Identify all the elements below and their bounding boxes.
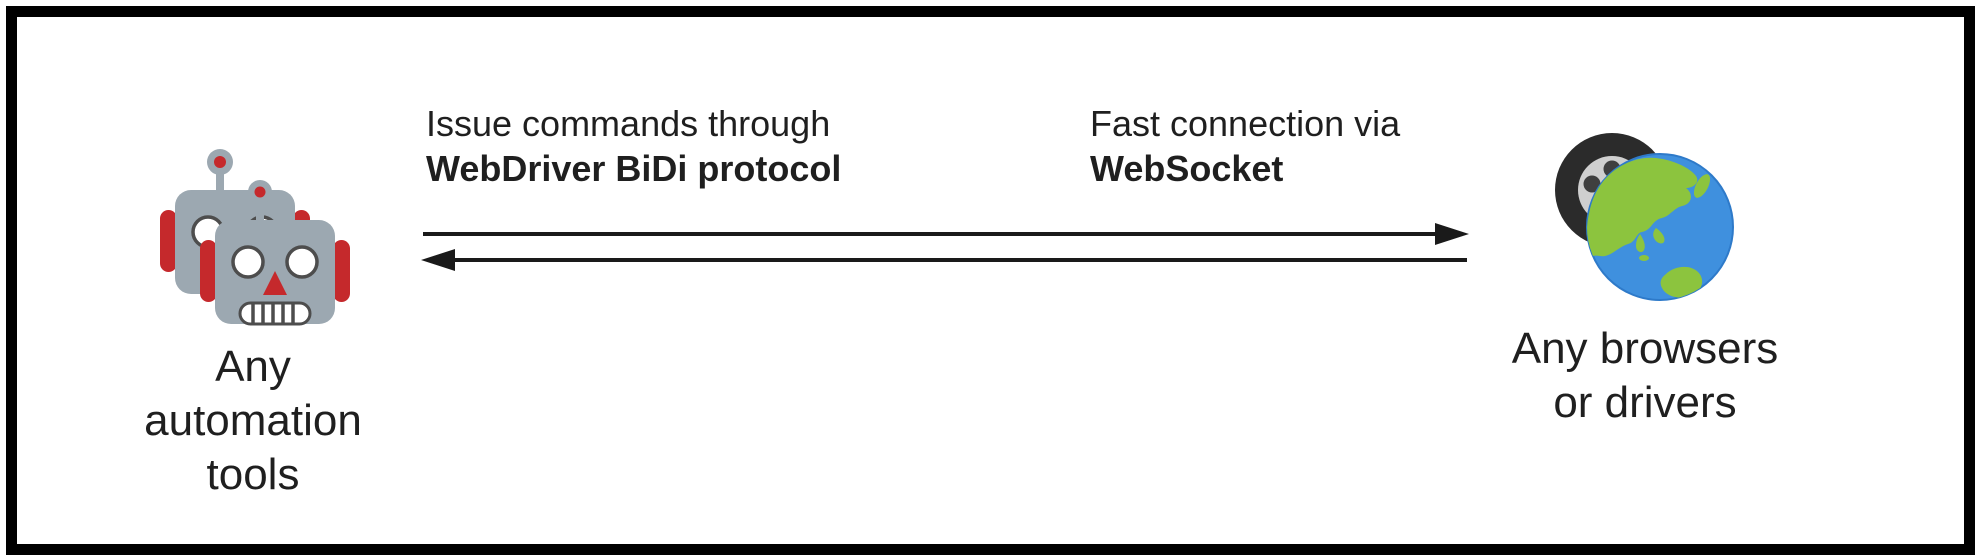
arrow-left-icon [421, 249, 1467, 271]
automation-robots-icon [160, 149, 350, 326]
globe-tire-icon [1555, 133, 1734, 301]
left-node-label-line: automation [144, 396, 362, 445]
globe-landmasses [1587, 157, 1731, 300]
left-node-label: Any automation tools [78, 340, 428, 502]
command-caption: Issue commands through WebDriver BiDi pr… [426, 101, 841, 191]
right-node-label-line: or drivers [1553, 378, 1737, 427]
right-node-label: Any browsers or drivers [1445, 322, 1845, 430]
right-node-label-line: Any browsers [1511, 324, 1779, 373]
command-caption-bold: WebDriver BiDi protocol [426, 148, 842, 189]
arrow-right-icon [423, 223, 1469, 245]
left-node-label-line: tools [206, 450, 300, 499]
bidirectional-arrows [421, 223, 1469, 271]
connection-caption-normal: Fast connection via [1090, 103, 1401, 144]
connection-caption: Fast connection via WebSocket [1090, 101, 1400, 191]
globe-icon [1586, 153, 1734, 301]
front-robot-head [200, 180, 350, 326]
connection-caption-bold: WebSocket [1090, 148, 1284, 189]
command-caption-normal: Issue commands through [426, 103, 831, 144]
left-node-label-line: Any [215, 342, 291, 391]
